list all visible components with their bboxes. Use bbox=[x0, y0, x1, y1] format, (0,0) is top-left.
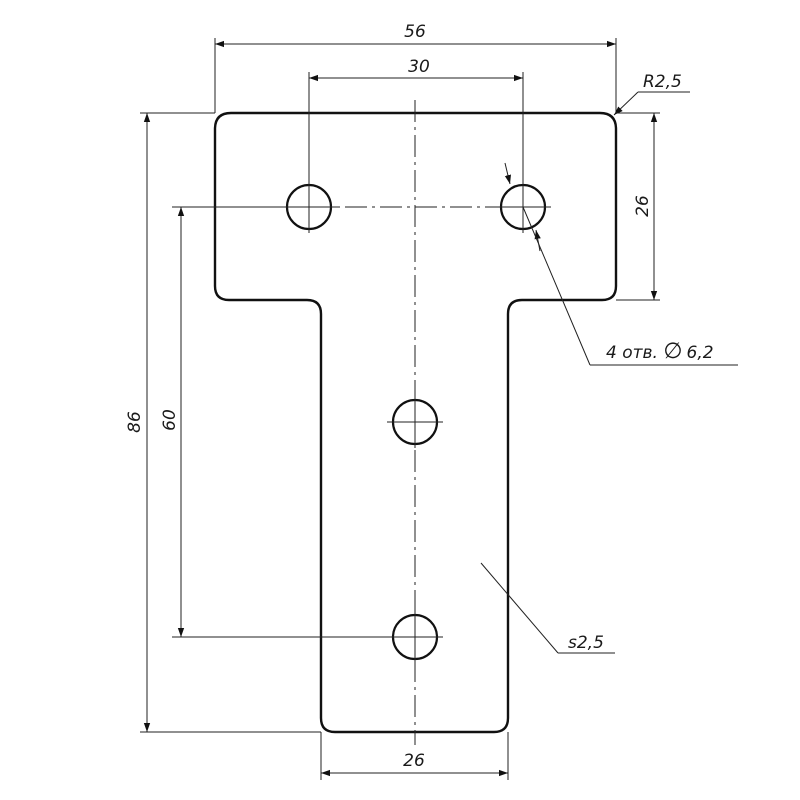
hole-callout: 4 отв. ∅6,2 bbox=[504, 162, 738, 366]
dimension-top-height: 26 bbox=[616, 112, 660, 301]
hole-diameter-text: 6,2 bbox=[687, 343, 714, 363]
dimension-overall-width: 56 bbox=[214, 22, 617, 113]
hole-middle bbox=[387, 396, 443, 448]
dimension-hole-spacing-vertical-label: 60 bbox=[160, 409, 180, 431]
dimension-overall-width-label: 56 bbox=[404, 22, 426, 42]
dimension-overall-height: 86 bbox=[125, 112, 321, 733]
thickness-label: s2,5 bbox=[568, 633, 604, 653]
dimension-top-height-label: 26 bbox=[633, 195, 653, 217]
corner-radius-callout: R2,5 bbox=[613, 72, 690, 116]
hole-count-text: 4 отв. bbox=[606, 343, 663, 363]
hole-bottom bbox=[387, 611, 443, 663]
dimension-hole-spacing-vertical: 60 bbox=[160, 206, 392, 638]
dimension-hole-spacing-top-label: 30 bbox=[408, 57, 430, 77]
hole-top-left bbox=[281, 181, 337, 233]
diameter-symbol: ∅ bbox=[663, 339, 682, 364]
dimension-overall-height-label: 86 bbox=[125, 411, 145, 433]
hole-callout-label: 4 отв. ∅6,2 bbox=[606, 339, 714, 364]
part-outline bbox=[213, 111, 618, 734]
thickness-callout: s2,5 bbox=[480, 562, 615, 654]
dimension-stem-width: 26 bbox=[320, 732, 509, 780]
corner-radius-label: R2,5 bbox=[643, 72, 682, 92]
dimension-stem-width-label: 26 bbox=[403, 751, 425, 771]
dimension-hole-spacing-top: 30 bbox=[308, 57, 524, 185]
